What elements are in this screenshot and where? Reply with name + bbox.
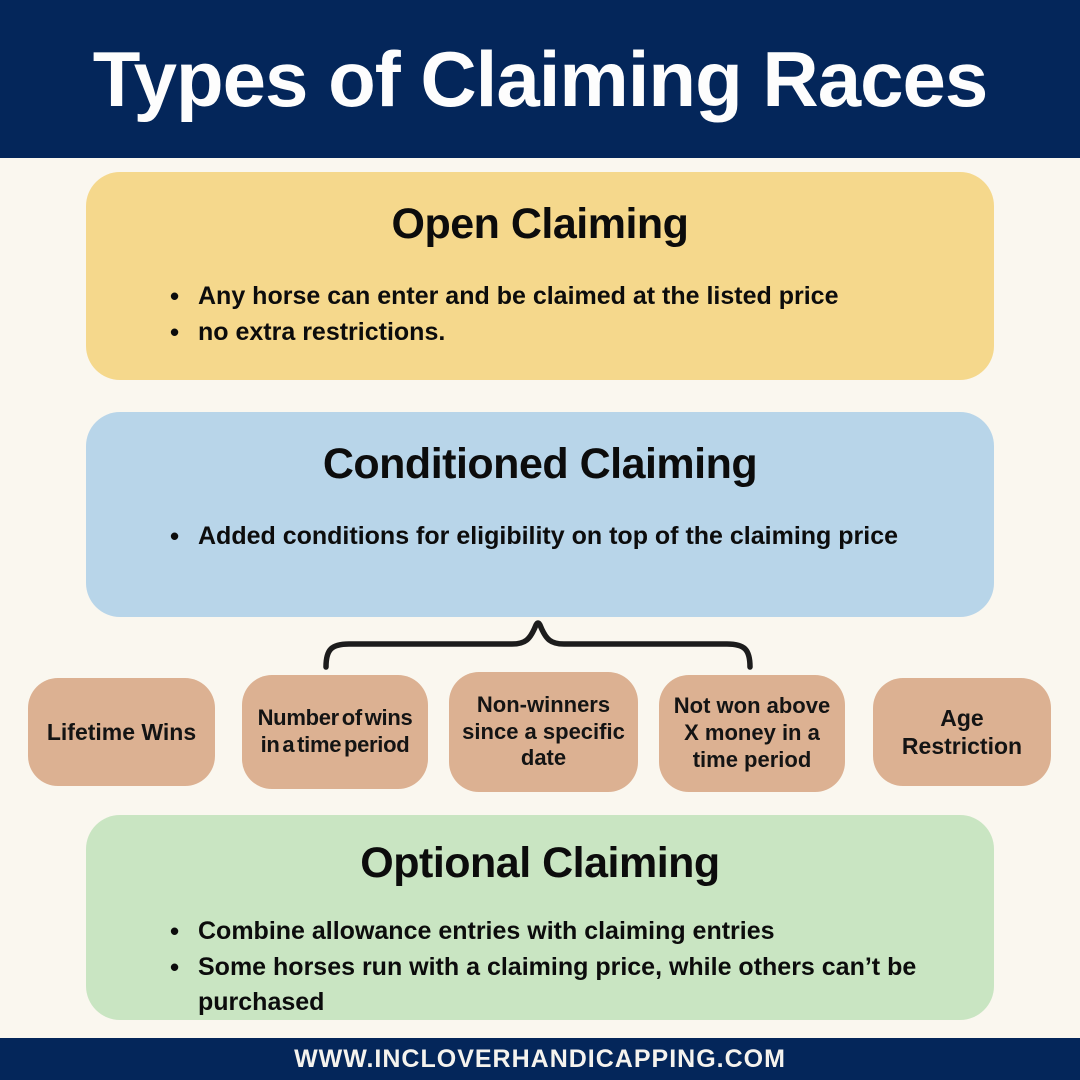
header-band: Types of Claiming Races xyxy=(0,0,1080,158)
footer-website-url: WWW.INCLOVERHANDICAPPING.COM xyxy=(294,1044,786,1073)
optional-claiming-card: Optional Claiming Combine allowance entr… xyxy=(86,815,994,1020)
bullet-item: Added conditions for eligibility on top … xyxy=(166,518,936,555)
condition-chip-wins-time-period: Number of wins in a time period xyxy=(242,675,428,789)
page-title: Types of Claiming Races xyxy=(92,34,988,123)
conditioned-claiming-card: Conditioned Claiming Added conditions fo… xyxy=(86,412,994,617)
optional-claiming-title: Optional Claiming xyxy=(360,839,720,887)
conditioned-claiming-title: Conditioned Claiming xyxy=(322,440,758,488)
bullet-item: Any horse can enter and be claimed at th… xyxy=(166,278,956,315)
condition-chip-money-limit: Not won above X money in a time period xyxy=(659,675,845,792)
condition-chip-age-restriction: Age Restriction xyxy=(873,678,1051,786)
open-claiming-bullet-list: Any horse can enter and be claimed at th… xyxy=(166,278,956,351)
bullet-item: Combine allowance entries with claiming … xyxy=(166,913,966,950)
condition-chip-non-winners: Non-winners since a specific date xyxy=(449,672,638,792)
open-claiming-title: Open Claiming xyxy=(391,200,689,248)
condition-chip-lifetime-wins: Lifetime Wins xyxy=(28,678,215,786)
brace-connector-icon xyxy=(323,620,753,670)
open-claiming-card: Open Claiming Any horse can enter and be… xyxy=(86,172,994,380)
conditioned-claiming-bullet-list: Added conditions for eligibility on top … xyxy=(166,518,936,555)
bullet-item: Some horses run with a claiming price, w… xyxy=(166,949,966,1021)
optional-claiming-bullet-list: Combine allowance entries with claiming … xyxy=(166,913,966,1021)
footer-band: WWW.INCLOVERHANDICAPPING.COM xyxy=(0,1038,1080,1080)
bullet-item: no extra restrictions. xyxy=(166,314,956,351)
